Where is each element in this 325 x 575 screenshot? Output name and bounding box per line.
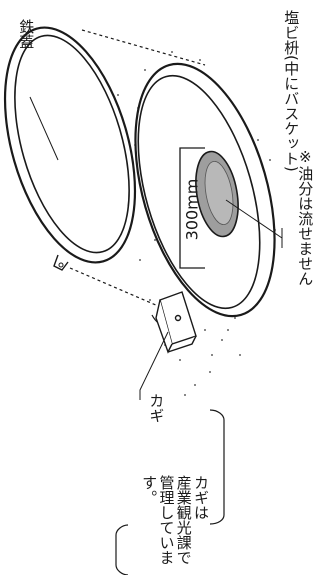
- key-label: カギ: [147, 393, 166, 423]
- note-bracket: [115, 409, 225, 575]
- key-lock: [155, 291, 197, 354]
- oil-note: ※油分は流せません: [296, 148, 315, 286]
- guide-lines: [69, 29, 206, 310]
- leader-lines: [29, 96, 283, 400]
- key-note-line-2: 産業観光課で: [174, 475, 193, 565]
- basket-label: 塩ビ枡(中にバスケット): [282, 10, 301, 172]
- key-note-line-1: カギは: [192, 475, 210, 520]
- key-note: カギは 産業観光課で 管理しています。: [140, 475, 210, 575]
- dimension-bracket: [179, 147, 205, 269]
- lid-label: 鉄蓋: [17, 19, 36, 49]
- key-note-line-3: 管理しています。: [140, 475, 176, 565]
- iron-lid: [3, 26, 137, 271]
- dimension-label: 300mm: [182, 178, 202, 241]
- pvc-basin: [195, 150, 239, 238]
